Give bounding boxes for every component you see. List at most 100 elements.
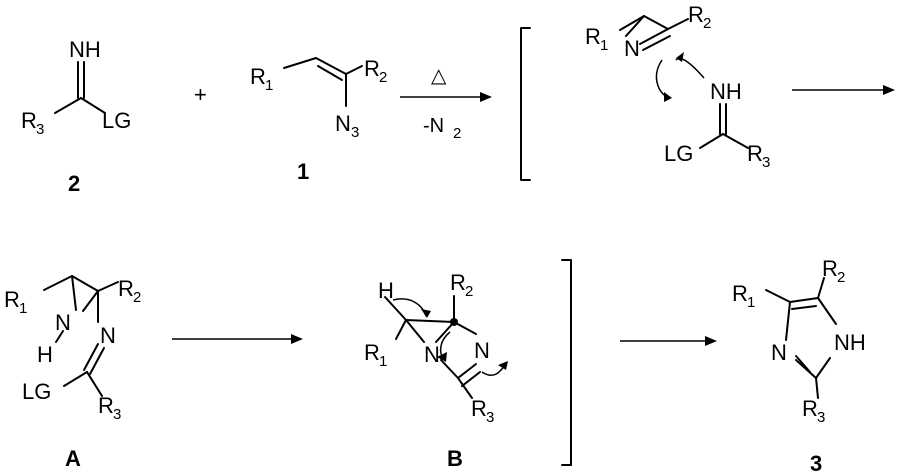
atom-r2: R xyxy=(450,270,466,295)
bond-c-r3 xyxy=(86,371,103,397)
ring-bond-c2-n3-double xyxy=(795,355,811,373)
ring-bond-c-n xyxy=(625,15,645,37)
bond-c-lg xyxy=(80,97,106,114)
curly-arrow-b1 xyxy=(392,298,427,317)
bond-n-h xyxy=(55,330,64,343)
ring-bond-c-n xyxy=(71,275,77,311)
ring-bond-c2-n3 xyxy=(795,359,817,379)
condition-heat: △ xyxy=(431,65,447,87)
atom-r3: R xyxy=(21,108,37,133)
atom-lg: LG xyxy=(22,379,51,404)
compound-label-A: A xyxy=(65,446,81,471)
bracket-right-bottom xyxy=(561,259,572,466)
curly-arrow-2-head xyxy=(664,92,672,102)
azirine-imidate-complex: R 1 R 2 N NH LG R 3 xyxy=(585,2,770,171)
compound-label-1: 1 xyxy=(297,159,309,184)
bond-c2-r3 xyxy=(815,377,819,399)
atom-lg: LG xyxy=(664,141,693,166)
arrow-1-head xyxy=(480,92,492,102)
atom-h: H xyxy=(37,342,53,367)
bond-c-r2 xyxy=(345,65,363,75)
atom-n-imine: N xyxy=(100,323,116,348)
atom-r3: R xyxy=(802,396,818,421)
curly-arrow-1 xyxy=(675,57,705,79)
bond-c-n2 xyxy=(453,321,477,335)
atom-r1-sub: 1 xyxy=(265,77,273,94)
atom-r1: R xyxy=(364,340,380,365)
ring-bond-n-c-double xyxy=(642,35,671,51)
atom-r2: R xyxy=(688,2,704,27)
atom-n: N xyxy=(771,340,787,365)
bond-c-n2-double-2 xyxy=(461,371,481,387)
atom-r1-sub: 1 xyxy=(600,37,608,54)
atom-r3: R xyxy=(98,393,114,418)
atom-nh: NH xyxy=(710,79,742,104)
atom-r2-sub: 2 xyxy=(379,69,387,86)
ring-bond-n-c xyxy=(639,28,669,45)
intermediate-A: R 1 R 2 N N H LG R 3 A xyxy=(4,275,141,471)
atom-r1: R xyxy=(732,281,748,306)
atom-n3-sub: 3 xyxy=(351,124,359,141)
compound-label-2: 2 xyxy=(68,171,80,196)
ring-bond-c5-n1 xyxy=(817,297,837,325)
atom-nh: NH xyxy=(69,37,101,62)
ring-bond-n1-c2 xyxy=(815,357,831,379)
curly-arrow-b3-head xyxy=(498,361,508,370)
compound-2: NH R 3 LG 2 xyxy=(21,37,131,196)
bond-c-r3 xyxy=(457,377,473,399)
reaction-arrow-4 xyxy=(620,336,717,346)
bond-c-r3 xyxy=(54,97,82,114)
bond-c-r1 xyxy=(619,15,645,31)
bond-n-c xyxy=(83,343,99,371)
atom-n2: N xyxy=(474,338,490,363)
atom-r3-sub: 3 xyxy=(817,409,825,426)
reaction-arrow-3 xyxy=(172,334,303,344)
radical-dot xyxy=(450,318,458,326)
bracket-left-top xyxy=(520,27,531,181)
compound-1: R 1 R 2 N 3 1 xyxy=(250,56,387,184)
atom-n3: N xyxy=(335,111,351,136)
bond-n-c-double xyxy=(89,347,105,375)
bond-c-r2 xyxy=(667,18,689,30)
reaction-arrow-1: △ -N 2 xyxy=(400,65,492,142)
atom-r1: R xyxy=(585,24,601,49)
bond-n-c xyxy=(440,359,459,379)
bond-r1-c xyxy=(43,275,73,291)
atom-n: N xyxy=(424,342,440,367)
bond-c-c-bridge xyxy=(405,319,455,323)
condition-n2-loss-sub: 2 xyxy=(453,125,461,142)
atom-r2-sub: 2 xyxy=(133,289,141,306)
atom-r1-sub: 1 xyxy=(747,294,755,311)
atom-r2-sub: 2 xyxy=(465,283,473,300)
atom-r3-sub: 3 xyxy=(36,121,44,138)
intermediate-B: H R 2 R 1 N N R 3 B xyxy=(364,270,508,471)
atom-r2-sub: 2 xyxy=(837,269,845,286)
bond-c-r1 xyxy=(395,319,407,340)
bond-c4-r1 xyxy=(765,289,791,303)
atom-n: N xyxy=(55,310,71,335)
ring-bond-c-c xyxy=(643,15,669,30)
bond-c-lg xyxy=(63,371,88,387)
compound-label-B: B xyxy=(447,446,463,471)
curly-arrow-1-head xyxy=(676,52,684,62)
atom-r2: R xyxy=(822,256,838,281)
bond-c-r2 xyxy=(97,281,119,292)
bond-h-c xyxy=(384,296,407,321)
atom-r1: R xyxy=(4,287,20,312)
atom-h: H xyxy=(378,278,394,303)
atom-nh: NH xyxy=(834,330,866,355)
atom-n: N xyxy=(624,36,640,61)
atom-lg: LG xyxy=(102,108,131,133)
condition-n2-loss: -N xyxy=(423,115,444,137)
atom-r1: R xyxy=(250,64,266,89)
bond-c-r3 xyxy=(722,133,749,149)
arrow-3-head xyxy=(291,334,303,344)
arrow-4-head xyxy=(705,336,717,346)
bond-c-c-double xyxy=(317,65,343,81)
atom-r3: R xyxy=(471,396,487,421)
compound-label-3: 3 xyxy=(810,451,822,475)
bond-c-n-ring xyxy=(435,321,455,343)
bond-c-lg xyxy=(699,133,724,149)
